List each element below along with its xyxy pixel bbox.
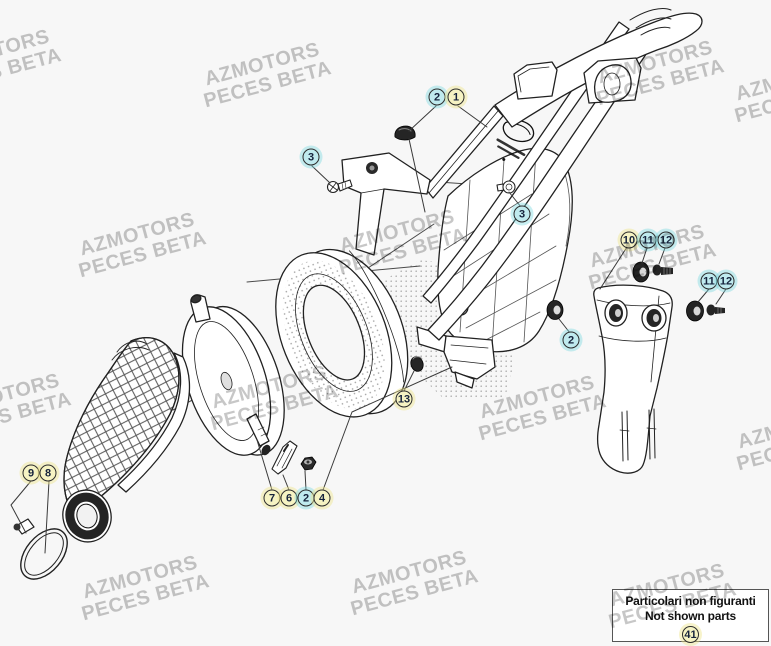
- callout-13[interactable]: 13: [395, 390, 413, 408]
- part-small-bracket: [271, 440, 298, 475]
- callout-10[interactable]: 10: [620, 231, 638, 249]
- part-seat-rail: [494, 7, 703, 128]
- part-air-filter: [63, 337, 191, 513]
- callout-3-left[interactable]: 3: [302, 148, 320, 166]
- part-hose-clamp: [13, 518, 68, 580]
- callout-7[interactable]: 7: [263, 489, 281, 507]
- callout-41[interactable]: 41: [682, 626, 699, 643]
- not-shown-parts-box: Particolari non figuranti Not shown part…: [612, 589, 769, 643]
- callout-6[interactable]: 6: [280, 489, 298, 507]
- part-subframe-beams: [422, 21, 652, 341]
- callout-2-bottom[interactable]: 2: [297, 489, 315, 507]
- part-grommet-11b: [686, 300, 704, 322]
- callout-8[interactable]: 8: [39, 464, 57, 482]
- callout-12-b[interactable]: 12: [717, 272, 735, 290]
- callout-12-a[interactable]: 12: [657, 231, 675, 249]
- part-boot-collar: [62, 489, 112, 543]
- part-side-cover: [593, 284, 673, 474]
- part-screw-12a: [652, 264, 673, 276]
- callout-9[interactable]: 9: [22, 464, 40, 482]
- part-grommet-11a: [632, 261, 650, 283]
- callout-2-middle[interactable]: 2: [562, 331, 580, 349]
- part-rubber-bumper: [410, 356, 424, 372]
- part-drain-screw: [257, 426, 271, 456]
- part-screw-12b: [706, 304, 725, 316]
- callout-2-top[interactable]: 2: [428, 88, 446, 106]
- part-grommet-middle: [546, 300, 564, 320]
- part-airbox-cover-ring: [275, 248, 409, 418]
- part-screw-right: [496, 180, 516, 194]
- note-line-english: Not shown parts: [644, 609, 736, 623]
- part-front-bracket: [341, 152, 431, 256]
- part-screw-left: [326, 179, 353, 194]
- part-airbox-outlet: [416, 298, 496, 389]
- callout-3-right[interactable]: 3: [513, 205, 531, 223]
- callout-leader-lines: [10, 105, 727, 554]
- callout-4[interactable]: 4: [313, 489, 331, 507]
- note-line-italian: Particolari non figuranti: [625, 594, 756, 608]
- callout-11-a[interactable]: 11: [639, 231, 657, 249]
- callout-1[interactable]: 1: [447, 88, 465, 106]
- callout-11-b[interactable]: 11: [700, 272, 718, 290]
- part-nut: [300, 456, 317, 471]
